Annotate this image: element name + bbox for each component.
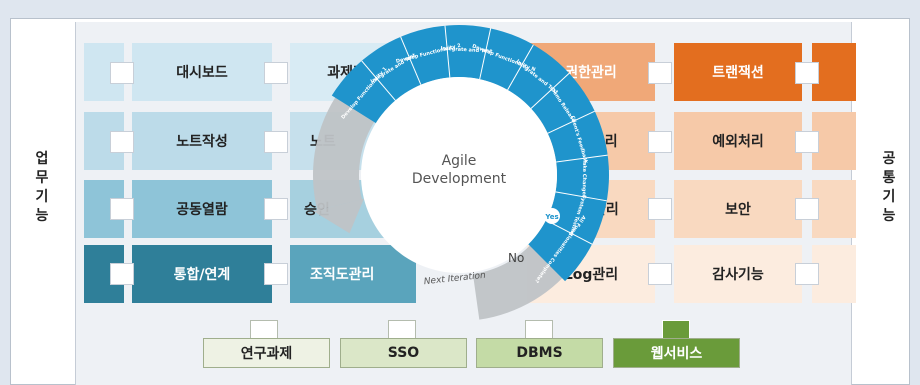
left-label-text: 업무기능 [35,151,49,224]
module-audit: 감사기능 [674,245,802,303]
right-side-label: 공통기능 [877,150,901,226]
step-separator [361,60,396,101]
module-label: 권한관리 [565,65,617,81]
connector [795,198,819,220]
module-org-chart: 조직도관리 [290,245,416,303]
module-label: Log관리 [563,267,619,283]
cycle-step-label: Integrate and Test [440,46,493,55]
module-label: 감사기능 [712,267,764,283]
module-transaction: 트랜잭션 [674,43,802,101]
right-stub-4 [812,245,856,303]
connector [795,263,819,285]
module-sso: SSO [340,338,467,368]
module-security: 보안 [674,180,802,238]
module-label: SSO [387,345,420,361]
cycle-step-label: Make Changes [581,157,588,198]
module-exception: 예외처리 [674,112,802,170]
connector [648,263,672,285]
step-separator [555,191,607,202]
step-separator [545,219,593,245]
step-separator [400,36,422,85]
step-separator [507,44,534,91]
right-label-text: 공통기능 [882,151,896,224]
step-separator [547,110,595,134]
step-separator [479,28,492,80]
step-separators [361,25,608,245]
module-research: 연구과제 [203,338,330,368]
step-separator [530,72,570,109]
module-label: DBMS [516,345,563,361]
connector [648,131,672,153]
module-label: 대시보드 [176,65,228,81]
connector [264,131,288,153]
module-integration: 통합/연계 [132,245,272,303]
module-label: 공동열람 [176,202,228,218]
module-label: 연구과제 [240,346,293,362]
center-subtitle: Development [412,171,507,187]
right-stub-1 [812,43,856,101]
connector [110,263,134,285]
module-label: 예외처리 [712,134,764,150]
yes-label: Yes [544,213,558,221]
step-separator [556,154,608,163]
connector [110,131,134,153]
module-label: 보안 [725,202,751,218]
module-label: 노트작성 [176,134,228,150]
module-label: 트랜잭션 [712,65,764,81]
connector [648,62,672,84]
connector [264,62,288,84]
connector [648,198,672,220]
connector [795,62,819,84]
yes-badge [544,208,560,224]
module-webservice: 웹서비스 [613,338,740,368]
connector [795,131,819,153]
center-title: Agile [442,153,477,169]
connector [264,263,288,285]
left-side-label: 업무기능 [30,150,54,226]
module-label: 통합/연계 [173,267,231,283]
module-note-writing: 노트작성 [132,112,272,170]
module-label: 조직도관리 [310,267,375,283]
step-separator [444,25,451,78]
cycle-center [361,77,557,273]
connector [110,198,134,220]
module-dashboard: 대시보드 [132,43,272,101]
no-label: No [508,251,524,265]
right-stub-2 [812,112,856,170]
module-label: 웹서비스 [650,346,703,362]
agile-steps-ring [331,25,609,282]
module-dbms: DBMS [476,338,603,368]
right-stub-3 [812,180,856,238]
module-joint-read: 공동열람 [132,180,272,238]
connector [110,62,134,84]
connector [264,198,288,220]
